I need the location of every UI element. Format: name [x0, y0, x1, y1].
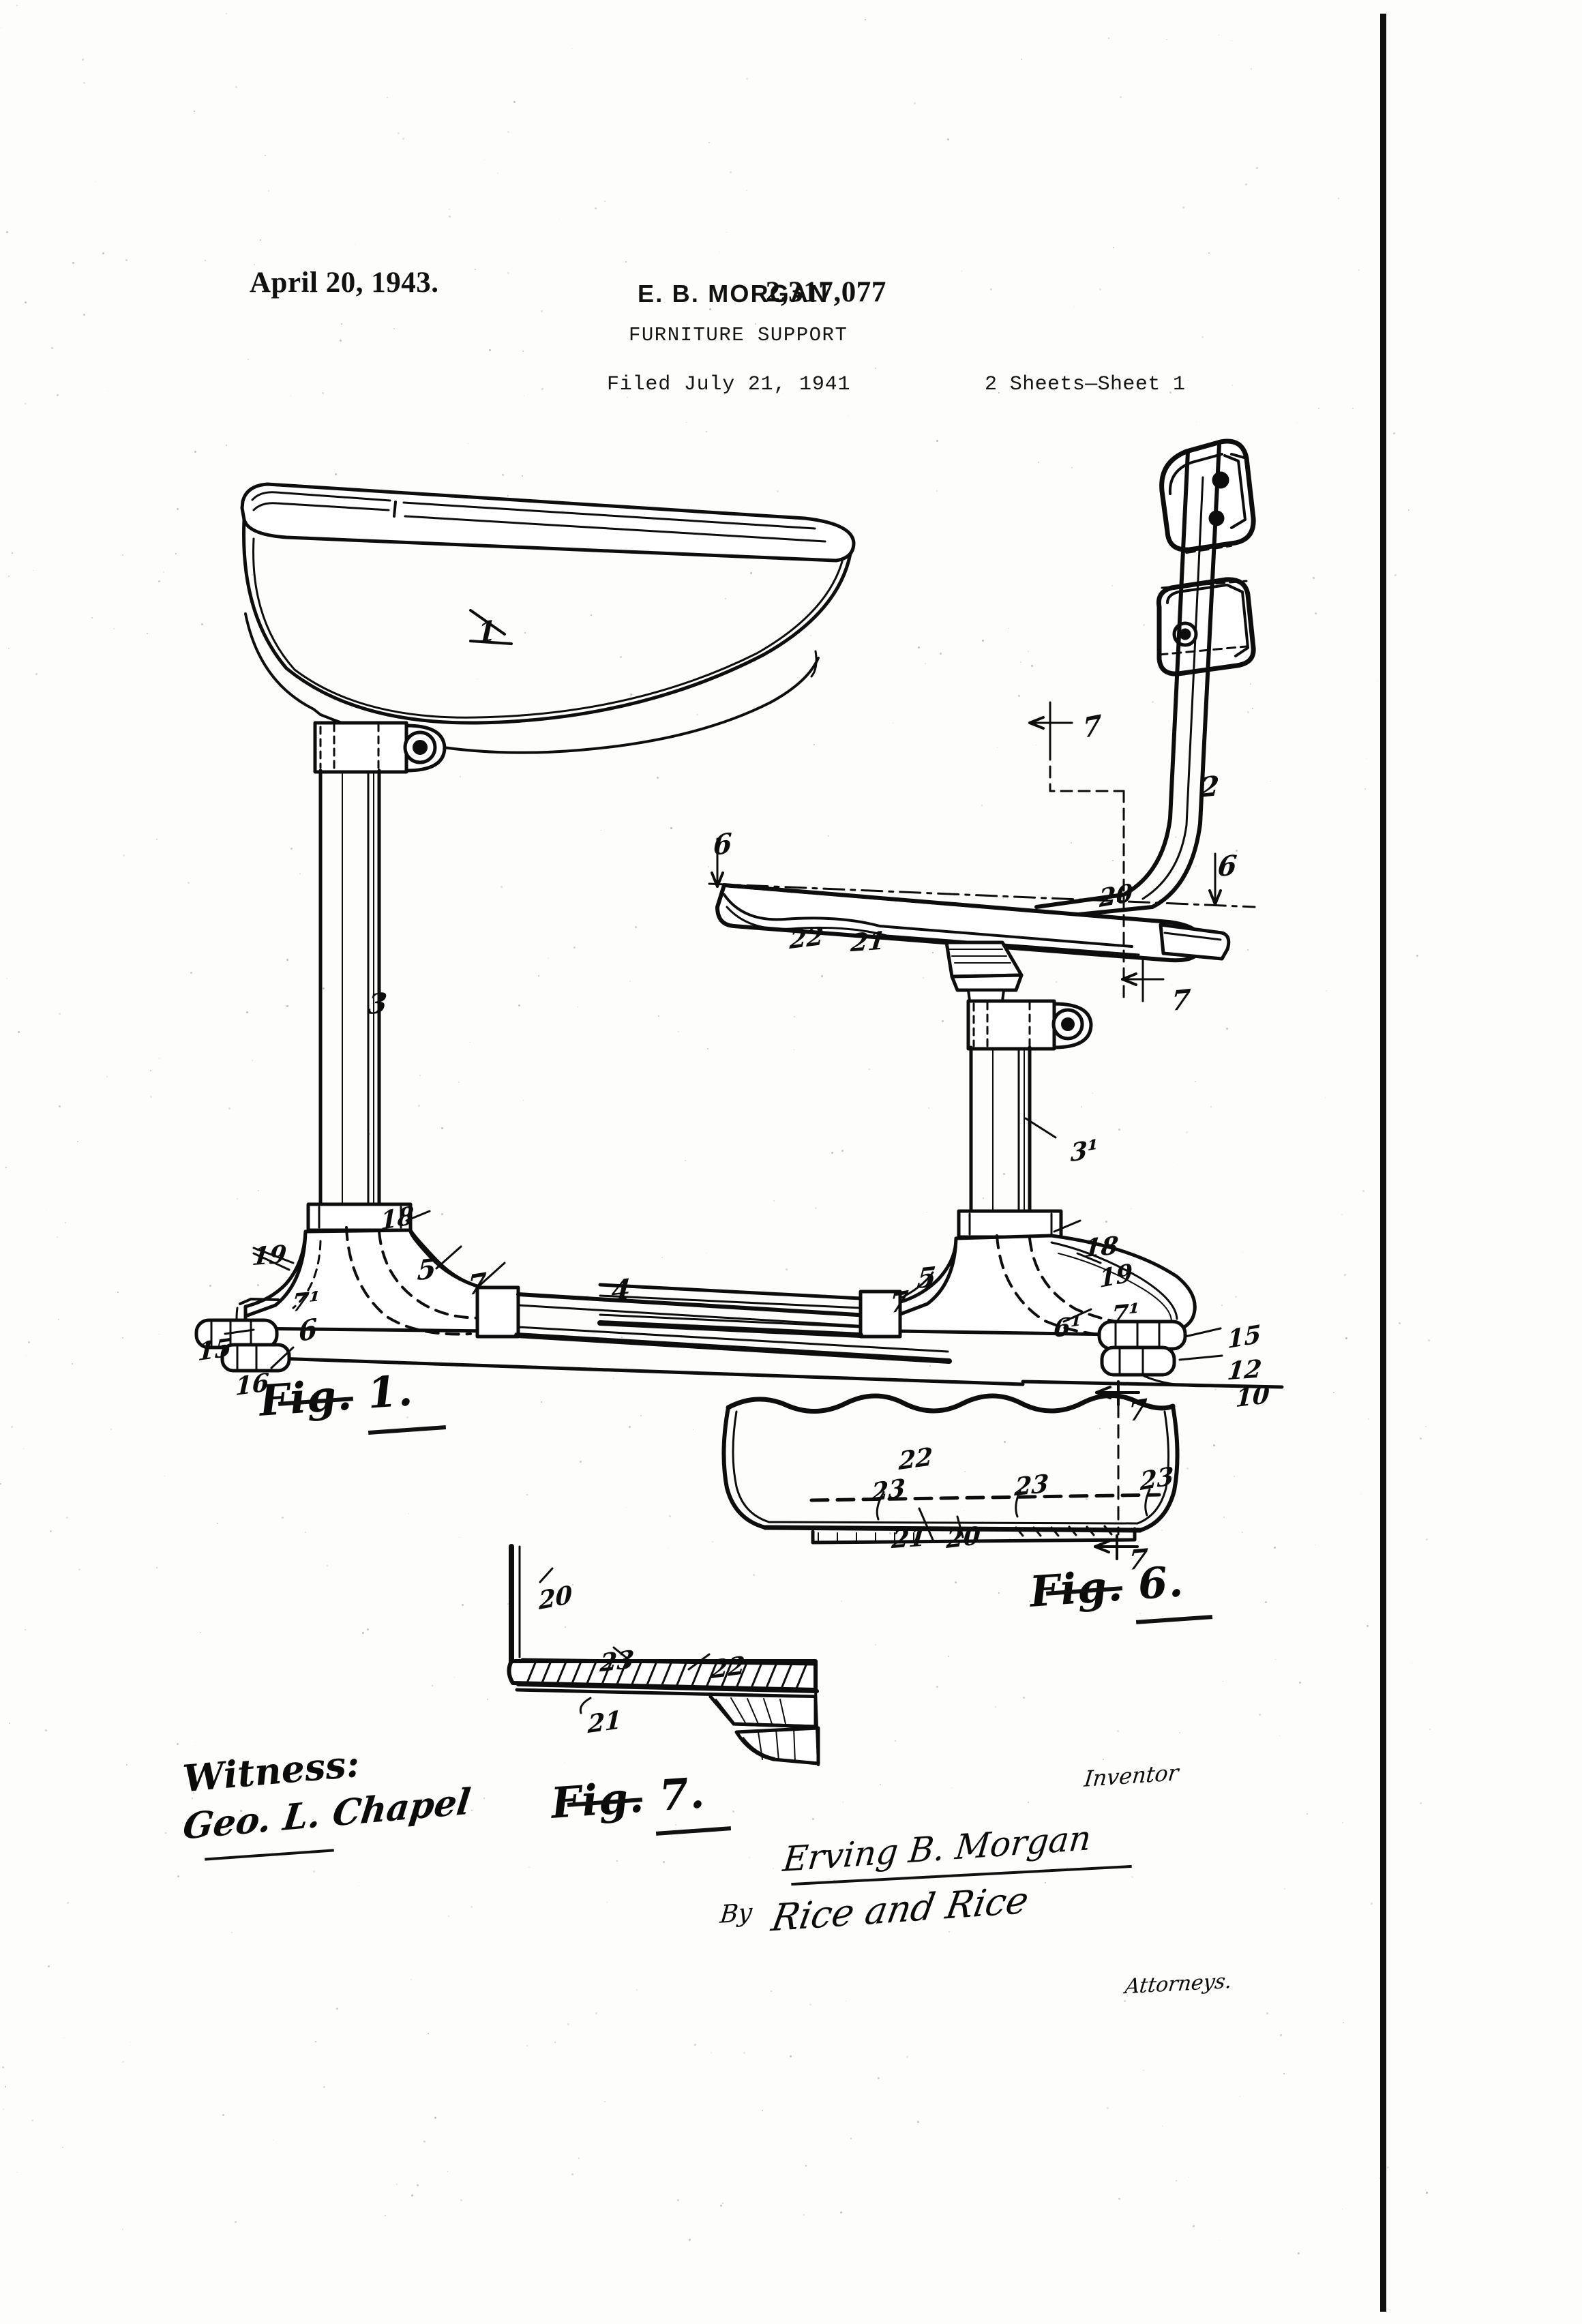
- ref-numeral-fig1-20: 20: [1099, 878, 1133, 914]
- ref-numeral-fig1-6x: 6¹: [1053, 1311, 1082, 1344]
- ref-numeral-fig6-22: 22: [898, 1442, 934, 1476]
- ref-numeral-fig6-23: 23: [871, 1473, 906, 1508]
- ref-numeral-fig7-22: 22: [711, 1650, 746, 1685]
- ref-numeral-fig1-15: 15: [197, 1332, 233, 1367]
- fig1-left-glide: [194, 1318, 291, 1373]
- fig1-chair: [597, 438, 1284, 1389]
- ref-numeral-fig1-10: 10: [1234, 1380, 1270, 1414]
- by-label: By: [718, 1898, 753, 1929]
- ref-numeral-fig6-7: 7: [1128, 1392, 1148, 1429]
- fig1-desk: [240, 482, 856, 754]
- fig6: [721, 1380, 1180, 1560]
- fig1-desk-post: [306, 721, 447, 1232]
- ref-numeral-fig1-3x: 3¹: [1070, 1134, 1099, 1168]
- invention-title: FURNITURE SUPPORT: [629, 324, 848, 346]
- ref-numeral-fig1-7: 7: [1082, 709, 1102, 745]
- ref-numeral-fig1-4: 4: [610, 1272, 632, 1308]
- ref-numeral-fig1-7: 7: [1170, 983, 1192, 1018]
- inventor-initials: E. B. MORGAN: [638, 280, 829, 308]
- sheet-header: April 20, 1943. E. B. MORGAN 2,317,077 F…: [0, 266, 1582, 423]
- scan-edge-line: [1380, 14, 1386, 2312]
- ref-numeral-fig6-23: 23: [1013, 1469, 1050, 1502]
- ref-numeral-fig1-21: 21: [849, 926, 887, 958]
- ref-numeral-fig1-15: 15: [1227, 1319, 1262, 1355]
- ref-numeral-fig1-6: 6: [713, 826, 732, 863]
- fig7: [507, 1544, 820, 1766]
- ref-numeral-fig6-23: 23: [1140, 1461, 1174, 1497]
- ref-numeral-fig1-6: 6: [1216, 849, 1238, 884]
- ref-numeral-fig1-18: 18: [380, 1200, 415, 1236]
- ref-numeral-fig1-5: 5: [416, 1252, 437, 1287]
- ref-numeral-fig6-20: 20: [945, 1521, 981, 1555]
- ref-numeral-fig1-1: 1: [477, 614, 497, 650]
- sheet-count: 2 Sheets—Sheet 1: [985, 373, 1186, 396]
- ref-numeral-fig7-21: 21: [587, 1705, 623, 1740]
- ref-numeral-fig1-7x: 7¹: [1110, 1298, 1141, 1330]
- fig1-right-glide: [1021, 1320, 1284, 1389]
- filing-date: April 20, 1943.: [250, 267, 439, 299]
- ref-numeral-fig1-19: 19: [250, 1240, 288, 1272]
- ref-numeral-fig1-7: 7: [889, 1284, 910, 1320]
- ref-numeral-fig1-6: 6: [298, 1312, 318, 1349]
- ref-numeral-fig1-18: 18: [1083, 1231, 1120, 1264]
- ref-numeral-fig1-3: 3: [367, 986, 389, 1022]
- ref-numeral-fig1-22: 22: [788, 921, 824, 955]
- ref-numeral-fig7-23: 23: [599, 1645, 636, 1678]
- ref-numeral-fig1-7: 7: [467, 1266, 487, 1302]
- ref-numeral-fig6-21: 21: [890, 1523, 928, 1555]
- ref-numeral-fig1-5: 5: [916, 1260, 938, 1296]
- patent-number: 2,317,077: [765, 276, 886, 308]
- ref-numeral-fig1-2: 2: [1199, 769, 1221, 805]
- filed-line: Filed July 21, 1941: [607, 373, 851, 396]
